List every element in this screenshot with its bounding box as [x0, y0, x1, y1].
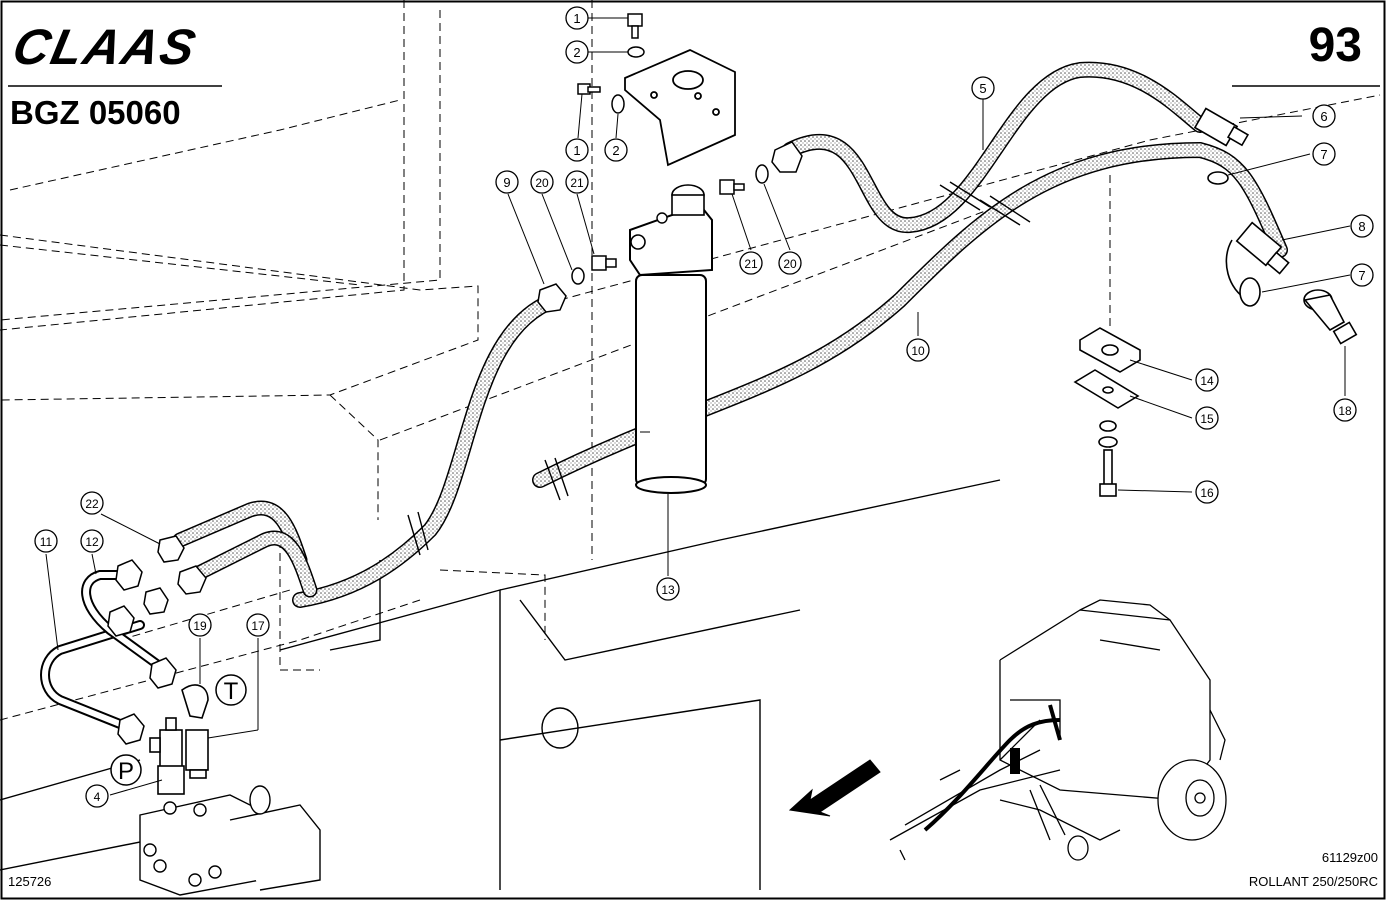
brand-logo: CLAAS — [8, 19, 203, 75]
callout-7-bottom: 7 — [1350, 263, 1374, 287]
clamp-assembly — [1073, 327, 1141, 497]
baler-overview-sketch — [889, 599, 1227, 861]
page-number: 93 — [1308, 19, 1362, 72]
callout-label: 19 — [193, 619, 207, 633]
machine-outline-solid — [0, 479, 1001, 890]
callout-20-right: 20 — [778, 251, 802, 275]
callout-19: 19 — [188, 613, 212, 637]
hose-return — [532, 141, 1288, 488]
callout-label: 16 — [1200, 486, 1214, 500]
callout-21-left: 21 — [565, 170, 589, 194]
port-tank-label: T — [224, 678, 239, 705]
callout-label: 14 — [1200, 374, 1214, 388]
hose-10 — [292, 292, 563, 608]
section-code: BGZ 05060 — [10, 94, 181, 131]
hoses-22 — [172, 500, 318, 598]
view-arrow — [788, 759, 881, 817]
callout-label: 11 — [40, 535, 53, 549]
callout-label: 6 — [1320, 109, 1327, 124]
callout-12: 12 — [80, 529, 104, 553]
callout-18: 18 — [1333, 398, 1357, 422]
callout-5: 5 — [971, 76, 995, 100]
port-pressure: P — [110, 754, 142, 786]
pipe-12-inner — [83, 572, 168, 673]
callout-14: 14 — [1195, 368, 1219, 392]
callout-2-mid: 2 — [604, 138, 628, 162]
callout-label: 10 — [911, 344, 925, 358]
pipe-11-inner — [42, 622, 143, 731]
callout-8: 8 — [1350, 214, 1374, 238]
callout-label: 12 — [85, 535, 99, 549]
callout-label: 5 — [979, 81, 986, 96]
callout-label: 2 — [573, 45, 580, 60]
callout-label: 4 — [94, 790, 101, 804]
callout-label: 21 — [570, 176, 584, 190]
filter-13 — [629, 184, 713, 494]
baler-hose-highlight — [923, 704, 1062, 832]
model-name: ROLLANT 250/250RC — [1248, 874, 1378, 889]
callout-1-mid: 1 — [565, 138, 589, 162]
fittings-right — [1193, 107, 1358, 345]
callout-15: 15 — [1195, 406, 1219, 430]
fittings-filter — [537, 13, 803, 313]
callout-1-top: 1 — [565, 6, 589, 30]
callout-label: 22 — [85, 497, 99, 511]
callout-20-left: 20 — [530, 170, 554, 194]
callout-2-top: 2 — [565, 40, 589, 64]
callout-22: 22 — [80, 491, 104, 515]
callout-label: 1 — [573, 143, 580, 158]
callout-label: 13 — [661, 583, 675, 597]
sheet-number: 125726 — [8, 874, 52, 889]
hose-5 — [782, 61, 1208, 234]
drawing-reference: 61129z00 — [1321, 850, 1378, 865]
callout-label: 20 — [783, 257, 797, 271]
callout-21-right: 21 — [739, 251, 763, 275]
bracket — [624, 49, 736, 167]
callout-label: 8 — [1358, 219, 1365, 234]
callout-6: 6 — [1312, 104, 1336, 128]
callout-16: 16 — [1195, 480, 1219, 504]
callouts: 1 2 1 2 5 6 7 8 7 9 20 21 21 20 10 14 15… — [34, 6, 1374, 808]
callout-label: 9 — [503, 175, 510, 190]
callout-9: 9 — [495, 170, 519, 194]
valve-block — [139, 785, 321, 896]
port-pressure-label: P — [118, 758, 134, 785]
callout-13: 13 — [656, 577, 680, 601]
callout-label: 15 — [1200, 412, 1214, 426]
port-tank: T — [215, 674, 247, 706]
tee-fitting — [149, 684, 209, 795]
leader-lines — [45, 17, 1351, 796]
machine-outline-dashed — [0, 0, 1381, 721]
callout-17: 17 — [246, 613, 270, 637]
callout-4: 4 — [85, 784, 109, 808]
callout-label: 17 — [251, 619, 265, 633]
callout-label: 7 — [1358, 268, 1365, 283]
callout-label: 21 — [744, 257, 758, 271]
callout-label: 20 — [535, 176, 549, 190]
callout-label: 18 — [1338, 404, 1352, 418]
callout-label: 1 — [573, 11, 580, 26]
callout-label: 2 — [612, 143, 619, 158]
callout-11: 11 — [34, 529, 58, 553]
callout-10: 10 — [906, 338, 930, 362]
pipe-nuts — [107, 535, 207, 745]
callout-label: 7 — [1320, 147, 1327, 162]
hose-break-marks — [407, 181, 1031, 556]
callout-7-top: 7 — [1312, 142, 1336, 166]
